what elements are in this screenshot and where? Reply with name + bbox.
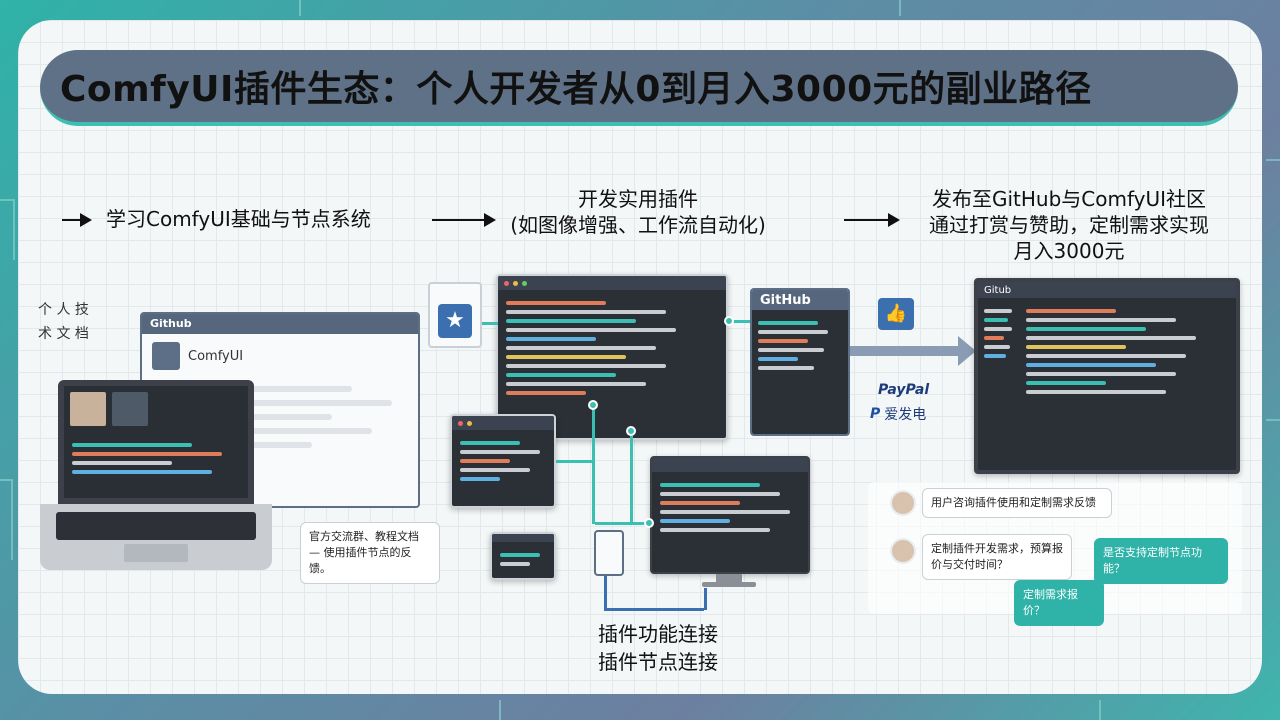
browser-title: Github	[142, 314, 418, 334]
page-title: ComfyUI插件生态：个人开发者从0到月入3000元的副业路径	[60, 69, 1092, 110]
avatar	[70, 392, 106, 426]
step-3-line-3: 月入3000元	[1013, 239, 1125, 263]
bottom-caption-line-1: 插件功能连接	[598, 622, 718, 646]
laptop-screen	[58, 380, 254, 504]
avatar	[890, 538, 916, 564]
chat-message-2: 定制插件开发需求，预算报价与交付时间？	[922, 534, 1072, 580]
paypal-icon: P	[870, 406, 881, 422]
code-editor-small	[450, 414, 556, 508]
notes-block: 个 人 技 术 文 档	[38, 298, 89, 346]
aifadian-logo: P 爱发电	[870, 404, 926, 424]
logo-icon	[152, 342, 180, 370]
bottom-caption: 插件功能连接 插件节点连接	[548, 620, 768, 676]
arrow-right-icon	[844, 213, 900, 227]
github-window-title: GitHub	[752, 290, 848, 310]
main-card: ComfyUI插件生态：个人开发者从0到月入3000元的副业路径 学习Comfy…	[18, 20, 1262, 694]
comfyui-page-name: ComfyUI	[188, 348, 244, 364]
notes-line-1: 个 人 技	[38, 302, 89, 318]
avatar	[890, 490, 916, 516]
mini-panel	[594, 530, 624, 576]
code-editor-tiny	[490, 532, 556, 580]
code-editor-main	[496, 274, 728, 440]
arrow-right-icon	[432, 213, 496, 227]
bottom-caption-line-2: 插件节点连接	[598, 650, 718, 674]
aifadian-label: 爱发电	[884, 407, 927, 423]
star-icon: ★	[438, 304, 472, 338]
monitor-title: Gitub	[984, 284, 1012, 296]
monitor-editor: Gitub	[974, 278, 1240, 474]
chat-panel: 用户咨询插件使用和定制需求反馈 定制插件开发需求，预算报价与交付时间？ 是否支持…	[868, 482, 1242, 626]
title-bar: ComfyUI插件生态：个人开发者从0到月入3000元的副业路径	[40, 50, 1238, 126]
chat-message-3: 是否支持定制节点功能？	[1094, 538, 1228, 584]
step-3-label: 发布至GitHub与ComfyUI社区 通过打赏与赞助，定制需求实现 月入300…	[904, 186, 1234, 264]
monitor-small	[650, 456, 810, 574]
chat-message-4: 定制需求报价？	[1014, 580, 1104, 626]
step-3-line-2: 通过打赏与赞助，定制需求实现	[929, 213, 1209, 237]
laptop-keyboard	[40, 504, 272, 570]
step-1-label: 学习ComfyUI基础与节点系统	[106, 207, 371, 231]
arrow-right-icon	[62, 213, 92, 227]
step-2-line-1: 开发实用插件	[578, 187, 698, 211]
notes-line-2: 术 文 档	[38, 326, 89, 342]
avatar	[112, 392, 148, 426]
thumbs-up-icon: 👍	[878, 298, 914, 330]
step-2-line-2: (如图像增强、工作流自动化)	[510, 213, 766, 237]
step-3-line-1: 发布至GitHub与ComfyUI社区	[931, 187, 1207, 211]
paypal-logo: PayPal	[878, 382, 930, 398]
github-window: GitHub	[750, 288, 850, 436]
step-2-label: 开发实用插件 (如图像增强、工作流自动化)	[488, 186, 788, 238]
arrow-right-icon	[850, 346, 960, 356]
chat-message-1: 用户咨询插件使用和定制需求反馈	[922, 488, 1112, 518]
star-card: ★	[428, 282, 482, 348]
feedback-bubble: 官方交流群、教程文档 — 使用插件节点的反馈。	[300, 522, 440, 584]
